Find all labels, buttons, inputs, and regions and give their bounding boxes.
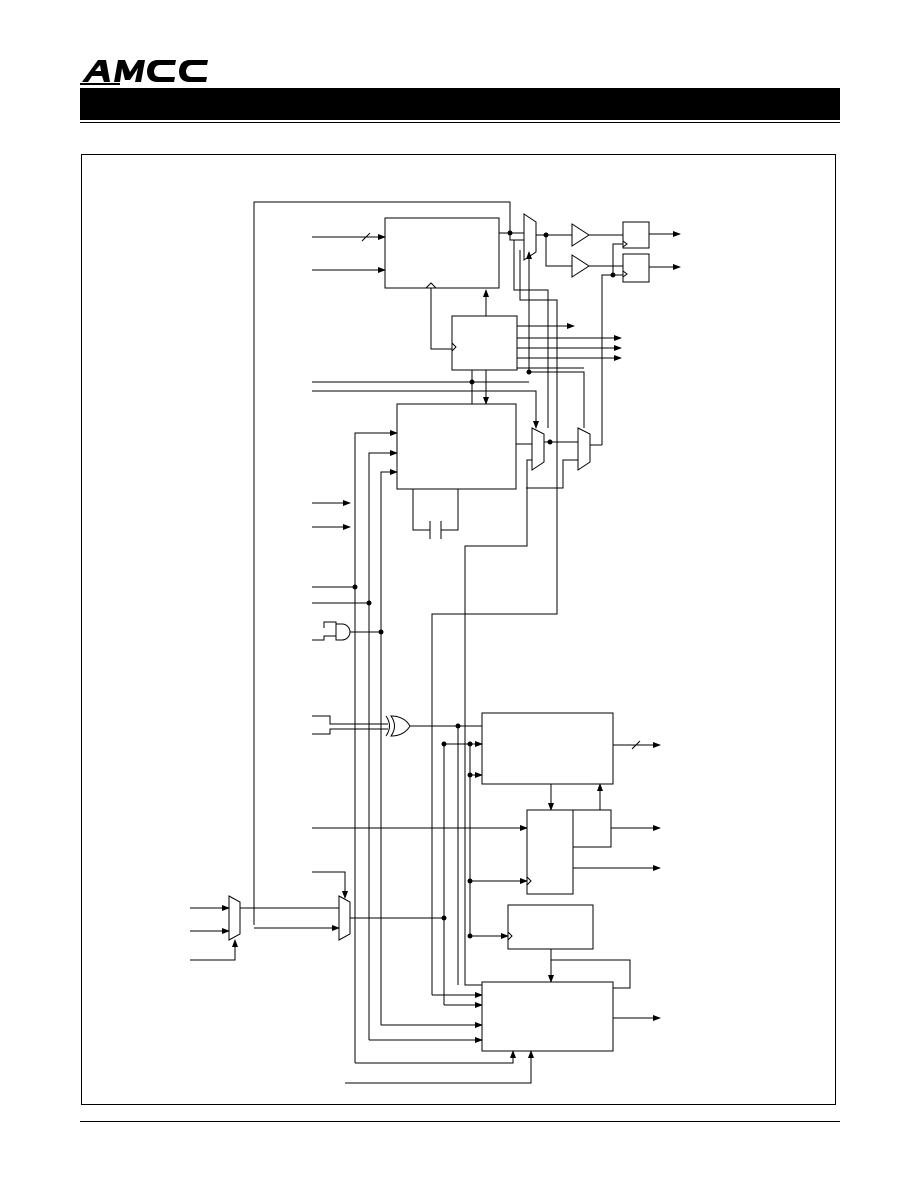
amcc-logo — [80, 60, 208, 85]
top-register-block — [384, 217, 500, 289]
bottom-block — [481, 981, 614, 1052]
capacitor-wire — [412, 489, 430, 531]
bus-slash — [361, 232, 371, 242]
top-mux — [523, 213, 537, 261]
xor-gate — [390, 715, 411, 737]
output-flop-lower — [622, 253, 650, 283]
header-rule — [80, 122, 840, 123]
control-block — [451, 315, 518, 371]
flag-block — [572, 809, 612, 848]
clock-triangle — [425, 282, 437, 289]
feedback-wire — [253, 201, 511, 925]
and-gate — [335, 623, 351, 641]
footer-rule — [80, 1121, 840, 1122]
mid-mux-right — [577, 427, 591, 471]
buffer-upper — [571, 223, 590, 247]
figure-frame — [81, 154, 836, 1105]
input-mux-left — [228, 895, 241, 941]
lower-block-1 — [481, 712, 614, 785]
middle-block — [396, 403, 517, 490]
header-bar — [80, 88, 840, 120]
buffer-lower — [571, 254, 590, 278]
input-mux-right — [338, 895, 351, 941]
counter-block — [526, 809, 574, 895]
mid-mux-left — [531, 427, 545, 471]
lower-block-3 — [507, 904, 594, 950]
